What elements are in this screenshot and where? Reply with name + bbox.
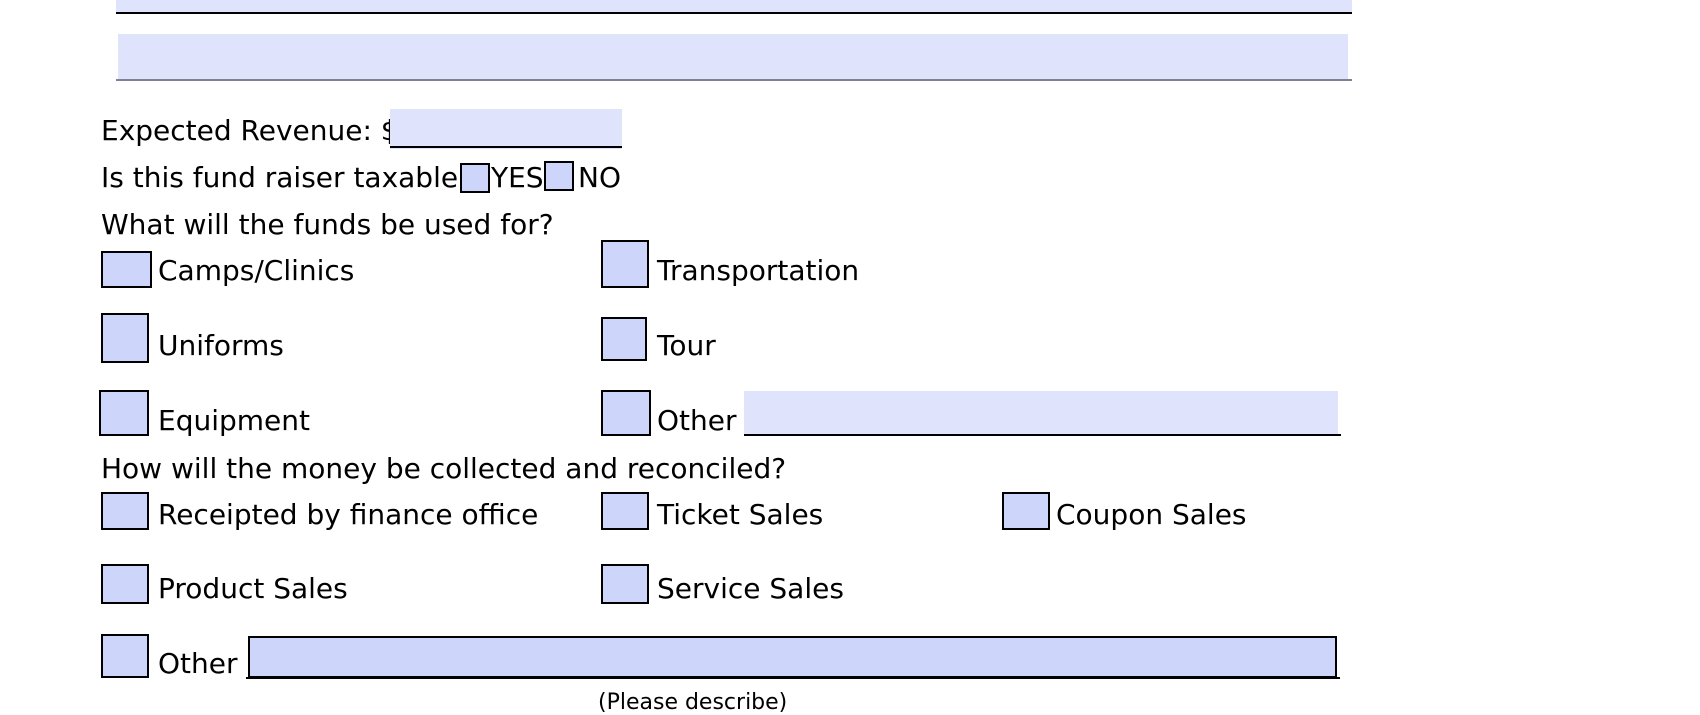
product-sales-checkbox[interactable]	[101, 564, 149, 604]
funds-other-checkbox[interactable]	[601, 390, 651, 436]
product-sales-label: Product Sales	[158, 572, 348, 605]
expected-revenue-input[interactable]	[390, 109, 622, 149]
collection-other-input[interactable]	[248, 636, 1337, 678]
description-line-1-field[interactable]	[116, 0, 1352, 13]
taxable-yes-label: YES	[491, 161, 544, 194]
collection-question: How will the money be collected and reco…	[101, 452, 787, 485]
description-line-1-underline	[116, 12, 1352, 14]
taxable-question: Is this fund raiser taxable?	[101, 161, 473, 194]
uniforms-label: Uniforms	[158, 329, 284, 362]
transportation-checkbox[interactable]	[601, 240, 649, 288]
ticket-sales-checkbox[interactable]	[601, 492, 649, 530]
funds-other-input[interactable]	[744, 391, 1338, 435]
taxable-no-checkbox[interactable]	[544, 161, 574, 191]
equipment-checkbox[interactable]	[99, 390, 149, 436]
coupon-sales-checkbox[interactable]	[1002, 492, 1050, 530]
receipted-finance-office-checkbox[interactable]	[101, 492, 149, 530]
funds-other-underline	[744, 434, 1341, 436]
collection-other-label: Other	[158, 647, 238, 680]
service-sales-checkbox[interactable]	[601, 564, 649, 604]
description-line-2-underline	[116, 79, 1352, 81]
taxable-yes-checkbox[interactable]	[460, 163, 490, 193]
collection-other-hint: (Please describe)	[598, 690, 788, 715]
tour-checkbox[interactable]	[601, 317, 647, 361]
description-line-2-field[interactable]	[118, 34, 1348, 80]
collection-other-checkbox[interactable]	[101, 634, 149, 678]
ticket-sales-label: Ticket Sales	[657, 498, 824, 531]
funds-question: What will the funds be used for?	[101, 208, 554, 241]
receipted-finance-office-label: Receipted by finance office	[158, 498, 539, 531]
service-sales-label: Service Sales	[657, 572, 844, 605]
collection-other-underline	[246, 677, 1340, 679]
funds-other-label: Other	[657, 404, 737, 437]
expected-revenue-underline	[390, 146, 622, 148]
camps-clinics-label: Camps/Clinics	[158, 254, 355, 287]
camps-clinics-checkbox[interactable]	[101, 251, 152, 288]
coupon-sales-label: Coupon Sales	[1056, 498, 1247, 531]
equipment-label: Equipment	[158, 404, 310, 437]
taxable-no-label: NO	[578, 161, 621, 194]
transportation-label: Transportation	[657, 254, 860, 287]
expected-revenue-label: Expected Revenue: $	[101, 114, 399, 147]
uniforms-checkbox[interactable]	[101, 313, 149, 363]
tour-label: Tour	[657, 329, 716, 362]
